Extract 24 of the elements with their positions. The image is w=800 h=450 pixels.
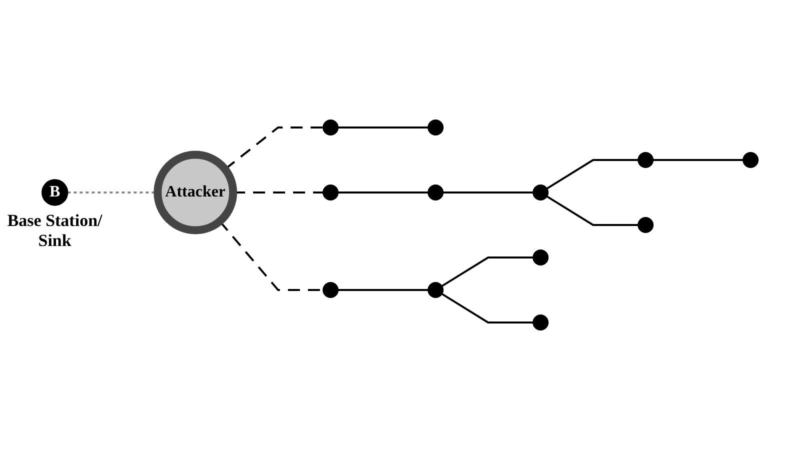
node-circle xyxy=(322,120,339,136)
connector xyxy=(338,192,428,194)
node-circle xyxy=(638,217,654,233)
node-circle xyxy=(428,184,444,200)
connector xyxy=(546,159,638,190)
connector xyxy=(546,196,638,226)
node-circle xyxy=(532,184,549,200)
node-circle xyxy=(428,282,444,298)
connector xyxy=(653,159,744,161)
connector xyxy=(338,126,428,128)
node-circle xyxy=(428,120,444,136)
connector xyxy=(441,256,534,287)
node-circle xyxy=(322,184,339,200)
node-circle xyxy=(742,152,759,168)
node-circle: Attacker xyxy=(154,150,238,234)
connector xyxy=(338,289,428,291)
node-circle xyxy=(322,282,339,298)
connector xyxy=(441,293,534,324)
node-circle xyxy=(532,250,549,266)
node-caption: Base Station/ Sink xyxy=(6,211,104,250)
connector xyxy=(443,192,534,194)
node-circle xyxy=(532,314,549,330)
node-circle: B xyxy=(41,179,68,206)
node-circle xyxy=(638,152,654,168)
